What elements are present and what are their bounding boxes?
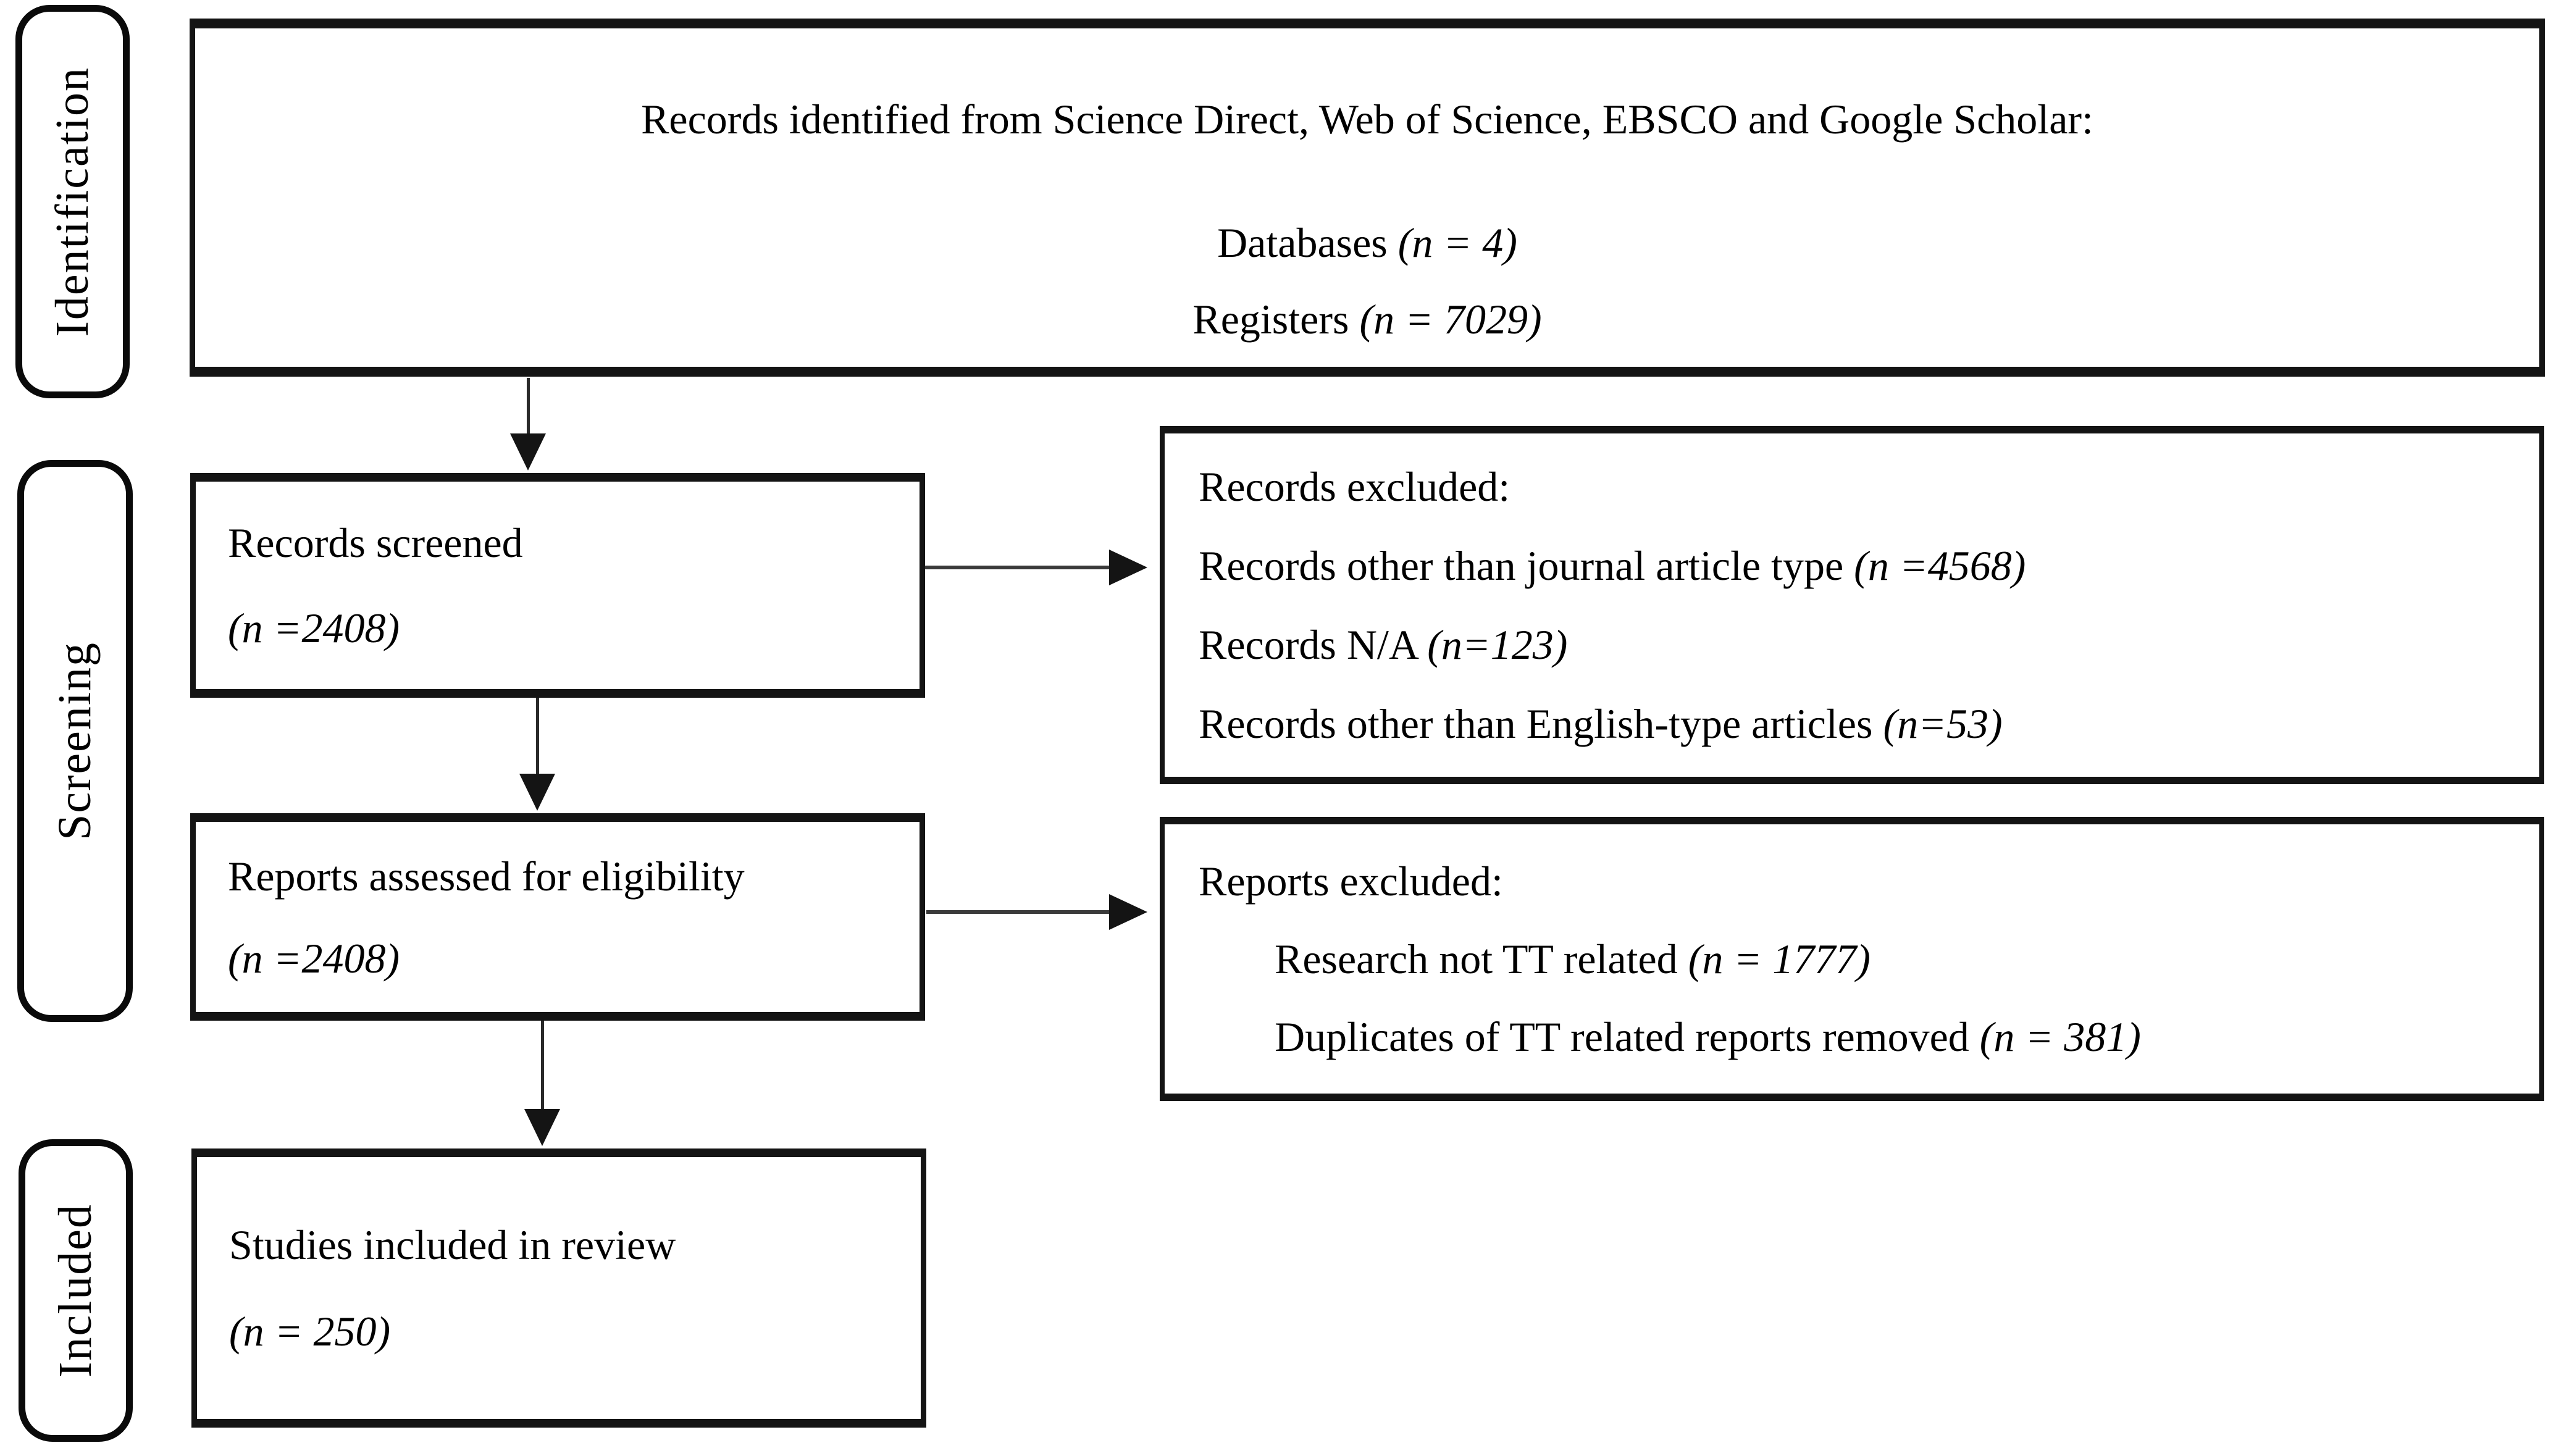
connector-identified-to-screened	[527, 378, 530, 437]
box-reports-excluded: Reports excluded: Research not TT relate…	[1160, 817, 2544, 1101]
studies-included-count: (n = 250)	[229, 1308, 391, 1355]
records-excluded-item: Records other than English-type articles…	[1199, 700, 2003, 747]
registers-count: Registers (n = 7029)	[1192, 296, 1542, 343]
records-excluded-item: Records other than journal article type …	[1199, 542, 2026, 589]
arrow-down-icon	[524, 1109, 560, 1146]
records-screened-label: Records screened	[228, 519, 523, 566]
connector-assessed-to-included	[541, 1021, 544, 1112]
connector-assessed-to-excluded	[926, 910, 1112, 914]
stage-label-identification: Identification	[46, 66, 98, 337]
records-identified-title: Records identified from Science Direct, …	[641, 96, 2093, 143]
records-excluded-title: Records excluded:	[1199, 463, 1510, 510]
stage-box-included: Included	[19, 1139, 133, 1442]
reports-excluded-item: Research not TT related (n = 1777)	[1275, 935, 1871, 982]
arrow-right-icon	[1109, 894, 1147, 930]
arrow-down-icon	[510, 433, 546, 471]
reports-assessed-label: Reports assessed for eligibility	[228, 852, 745, 900]
stage-label-screening: Screening	[49, 642, 101, 840]
box-records-excluded: Records excluded: Records other than jou…	[1160, 426, 2544, 784]
reports-excluded-title: Reports excluded:	[1199, 858, 1503, 905]
stage-box-screening: Screening	[17, 460, 133, 1022]
stage-label-included: Included	[49, 1203, 101, 1378]
studies-included-label: Studies included in review	[229, 1221, 676, 1268]
box-studies-included: Studies included in review (n = 250)	[191, 1148, 926, 1428]
databases-count: Databases (n = 4)	[1217, 219, 1517, 266]
stage-box-identification: Identification	[15, 5, 130, 398]
box-records-screened: Records screened (n =2408)	[190, 473, 925, 698]
arrow-right-icon	[1109, 550, 1147, 585]
connector-screened-to-assessed	[536, 698, 539, 777]
records-screened-count: (n =2408)	[228, 605, 400, 651]
reports-assessed-count: (n =2408)	[228, 934, 400, 982]
box-records-identified: Records identified from Science Direct, …	[190, 19, 2545, 377]
records-excluded-item: Records N/A (n=123)	[1199, 621, 1568, 668]
arrow-down-icon	[519, 774, 555, 811]
connector-screened-to-excluded	[925, 566, 1112, 569]
reports-excluded-item: Duplicates of TT related reports removed…	[1275, 1013, 2141, 1060]
box-reports-assessed: Reports assessed for eligibility (n =240…	[190, 813, 925, 1021]
